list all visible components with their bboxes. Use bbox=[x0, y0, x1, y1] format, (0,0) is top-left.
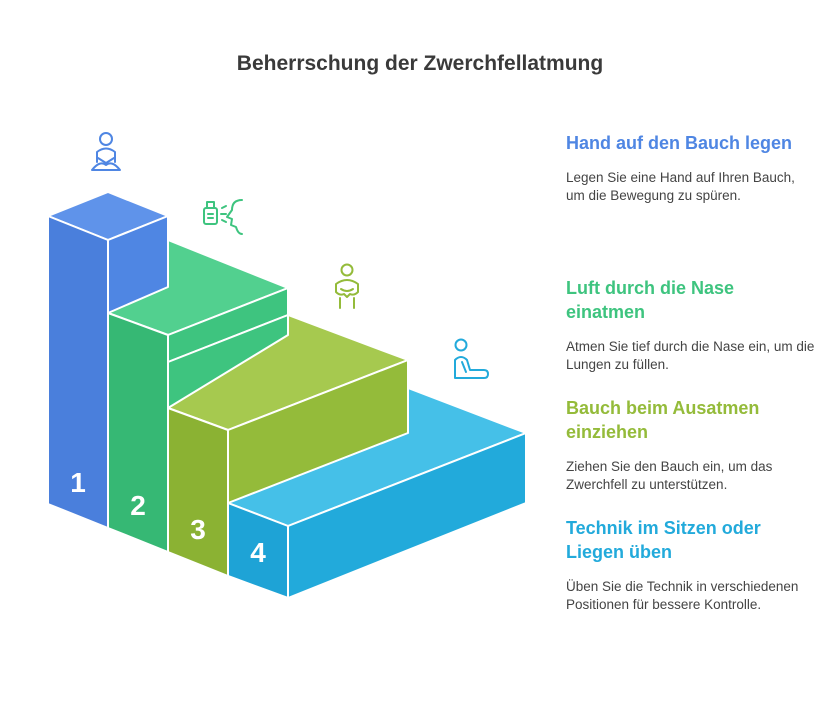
step-4-title: Technik im Sitzen oder Liegen üben bbox=[566, 518, 761, 562]
step-3-number: 3 bbox=[190, 514, 206, 545]
step-1-front bbox=[47, 215, 109, 529]
step-1-block bbox=[47, 191, 169, 529]
sitting-person-icon bbox=[454, 338, 489, 379]
step-3-side bbox=[227, 359, 409, 504]
step-4-description: Üben Sie die Technik in verschiedenen Po… bbox=[566, 579, 799, 612]
step-2-description: Atmen Sie tief durch die Nase ein, um di… bbox=[566, 339, 815, 372]
step-2-title: Luft durch die Nase einatmen bbox=[566, 278, 735, 322]
step-3-front bbox=[167, 407, 229, 577]
step-2-number: 2 bbox=[130, 490, 146, 521]
step-1-description: Legen Sie eine Hand auf Ihren Bauch, um … bbox=[566, 170, 795, 203]
step-1-side bbox=[107, 215, 169, 314]
step-3-text: Bauch beim Ausatmen einziehen Ziehen Sie… bbox=[566, 396, 816, 494]
step-3-description: Ziehen Sie den Bauch ein, um das Zwerchf… bbox=[566, 459, 773, 492]
nose-inhale-icon bbox=[203, 199, 243, 235]
step-3-block bbox=[167, 314, 409, 577]
step-2-riser bbox=[167, 314, 289, 409]
step-1-number: 1 bbox=[70, 467, 86, 498]
step-3-title: Bauch beim Ausatmen einziehen bbox=[566, 398, 760, 442]
standing-person-belly-icon bbox=[335, 263, 359, 309]
step-4-side bbox=[287, 432, 527, 599]
step-4-text: Technik im Sitzen oder Liegen üben Üben … bbox=[566, 516, 816, 614]
step-4-block bbox=[227, 387, 527, 599]
meditating-person-icon bbox=[91, 132, 121, 171]
step-2-text: Luft durch die Nase einatmen Atmen Sie t… bbox=[566, 276, 816, 374]
diagram-title: Beherrschung der Zwerchfellatmung bbox=[236, 52, 604, 75]
step-1-title: Hand auf den Bauch legen bbox=[566, 133, 793, 153]
step-4-number: 4 bbox=[250, 537, 266, 568]
step-1-text: Hand auf den Bauch legen Legen Sie eine … bbox=[566, 131, 816, 205]
